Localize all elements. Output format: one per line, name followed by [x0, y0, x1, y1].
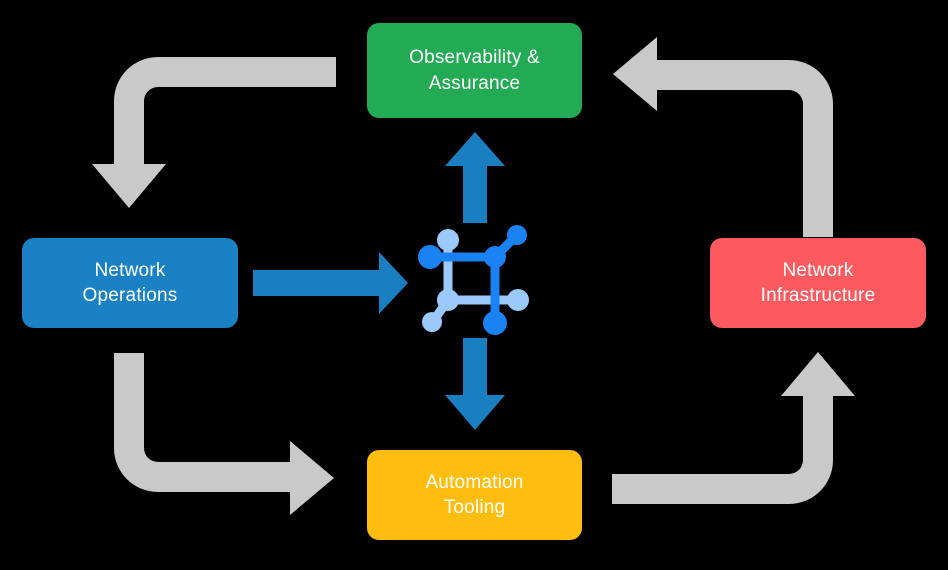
connector-observability-to-operations: [92, 57, 336, 208]
node-box-network-operations[interactable]: Network Operations: [22, 238, 238, 328]
connector-center-to-automation: [445, 338, 505, 430]
connector-operations-to-center: [253, 252, 408, 314]
node-box-observability[interactable]: Observability & Assurance: [367, 23, 582, 118]
connector-operations-to-automation: [114, 353, 334, 515]
network-topology-icon: [418, 225, 529, 335]
node-box-automation-tooling[interactable]: Automation Tooling: [367, 450, 582, 540]
node-box-network-infrastructure[interactable]: Network Infrastructure: [710, 238, 926, 328]
connector-automation-to-infrastructure: [612, 352, 855, 504]
connector-center-to-observability: [445, 132, 505, 223]
connector-infrastructure-to-observability: [613, 37, 833, 237]
